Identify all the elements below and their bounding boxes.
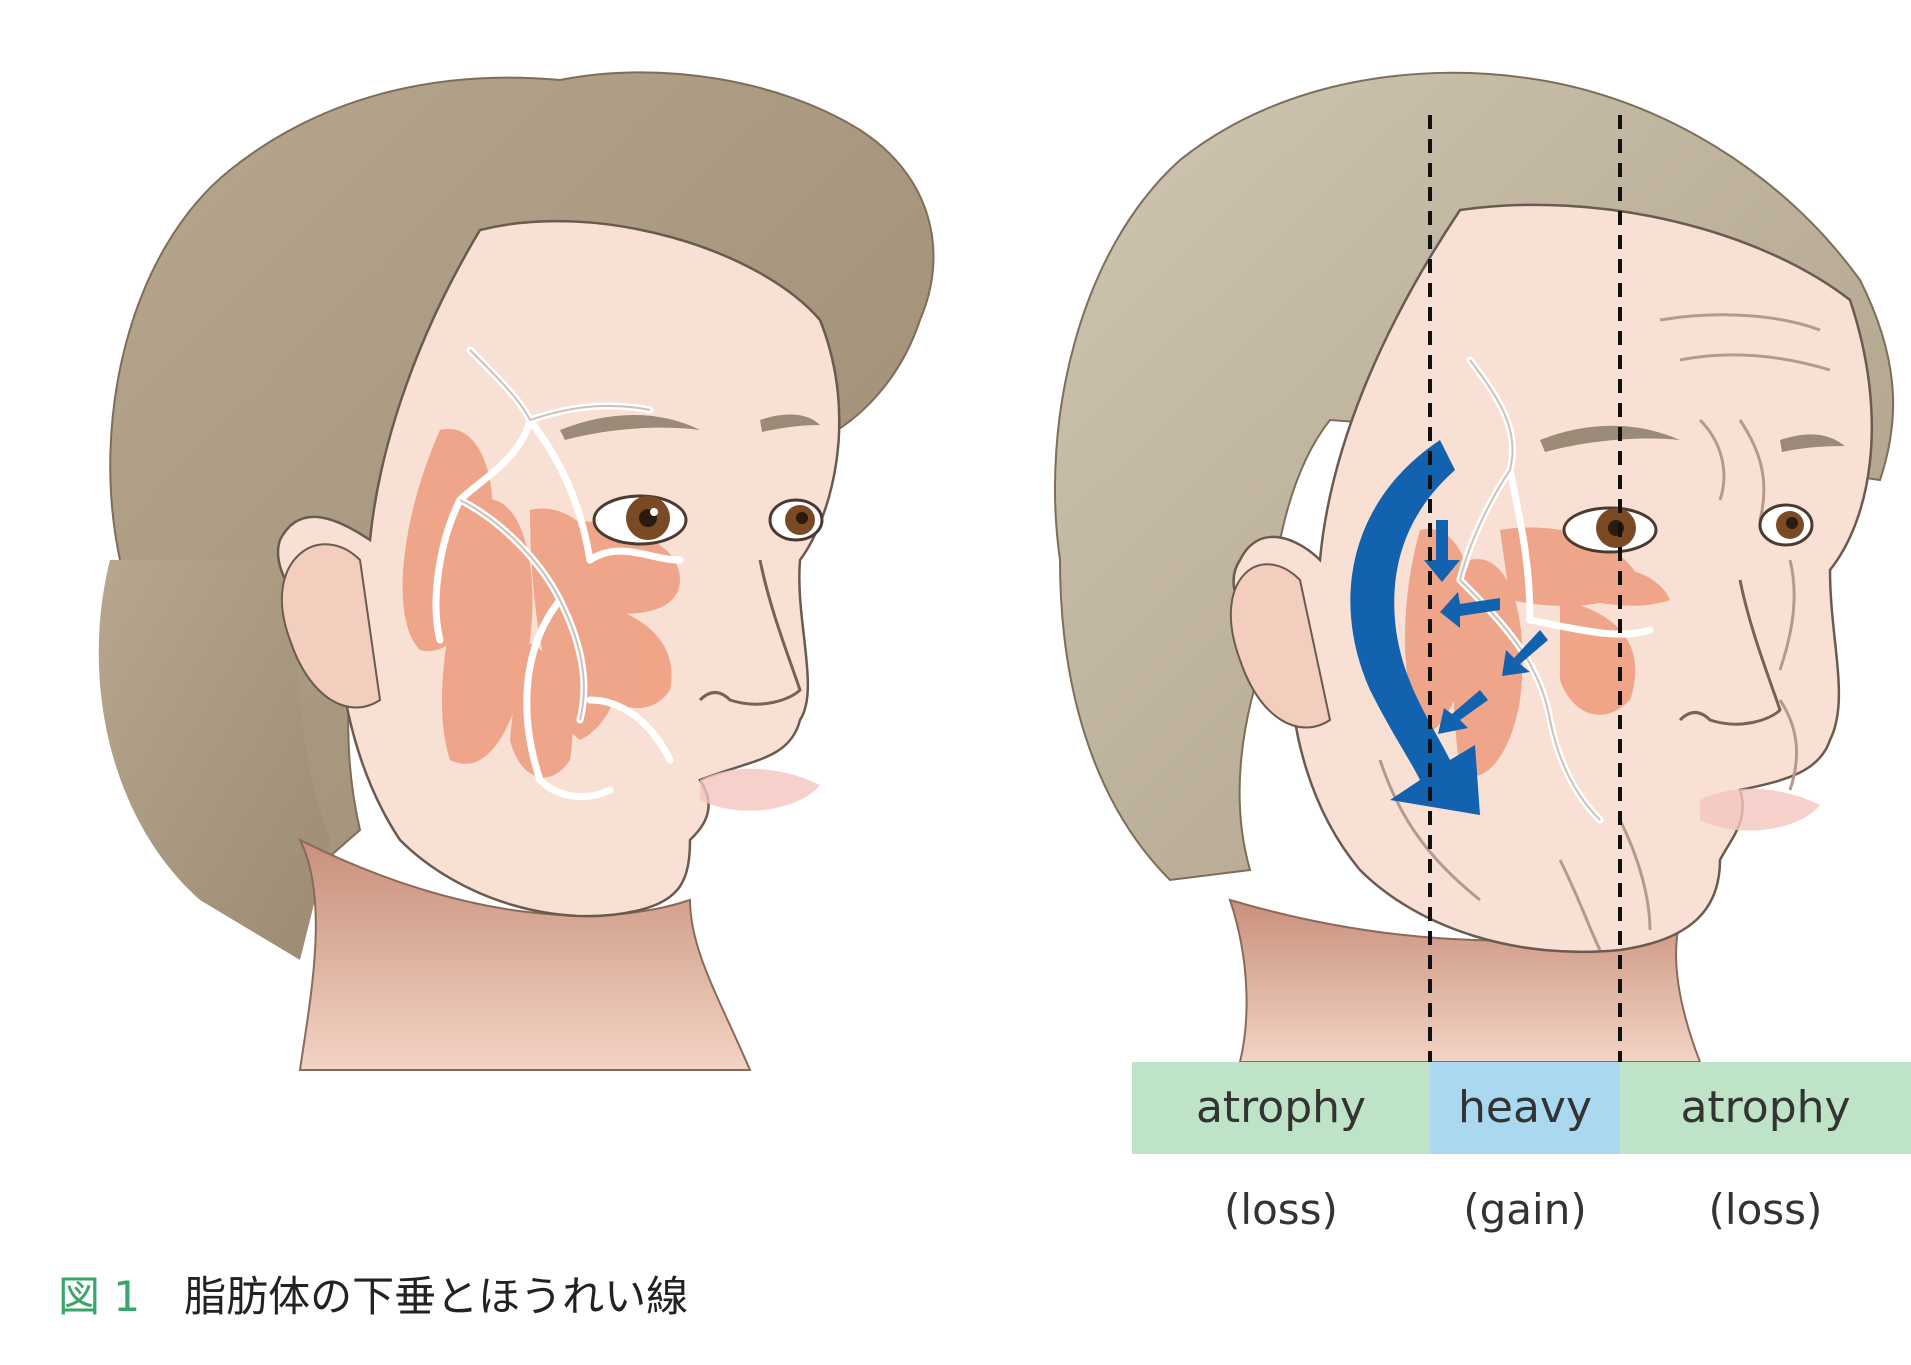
nose-right [1678, 579, 1782, 726]
ear-right [1229, 563, 1332, 729]
sub-label-gain: (gain) [1463, 1185, 1587, 1234]
band-label-atrophy-left: atrophy [1195, 1082, 1367, 1133]
eyebrow [560, 415, 700, 440]
eyebrow-right [1540, 425, 1680, 452]
wrinkles [1378, 313, 1831, 951]
nose [698, 559, 802, 706]
lips-right [1700, 788, 1820, 831]
figure-number: 図 1 [58, 1272, 141, 1321]
eyebrow-far [760, 414, 820, 432]
hair-back-lower [98, 560, 330, 960]
sub-label-loss-left: (loss) [1224, 1185, 1338, 1234]
eyebrow-right-far [1780, 434, 1845, 452]
sagging-arrow-icon [1350, 440, 1480, 815]
figure-caption: 図 1 脂肪体の下垂とほうれい線 [58, 1262, 688, 1332]
band-atrophy-right [1620, 1062, 1911, 1154]
small-arrows [1424, 520, 1548, 734]
lips [700, 768, 820, 811]
band-atrophy-left [1132, 1062, 1430, 1154]
band-label-heavy: heavy [1458, 1082, 1592, 1133]
band-heavy [1430, 1062, 1620, 1154]
neck [297, 837, 752, 1071]
sub-label-loss-right: (loss) [1708, 1185, 1823, 1234]
ear [280, 543, 382, 709]
aged-face-illustration [1054, 71, 1911, 1154]
figure-caption-text: 脂肪体の下垂とほうれい線 [184, 1272, 689, 1321]
band-label-atrophy-right: atrophy [1680, 1082, 1851, 1133]
young-face-illustration [98, 71, 935, 1071]
